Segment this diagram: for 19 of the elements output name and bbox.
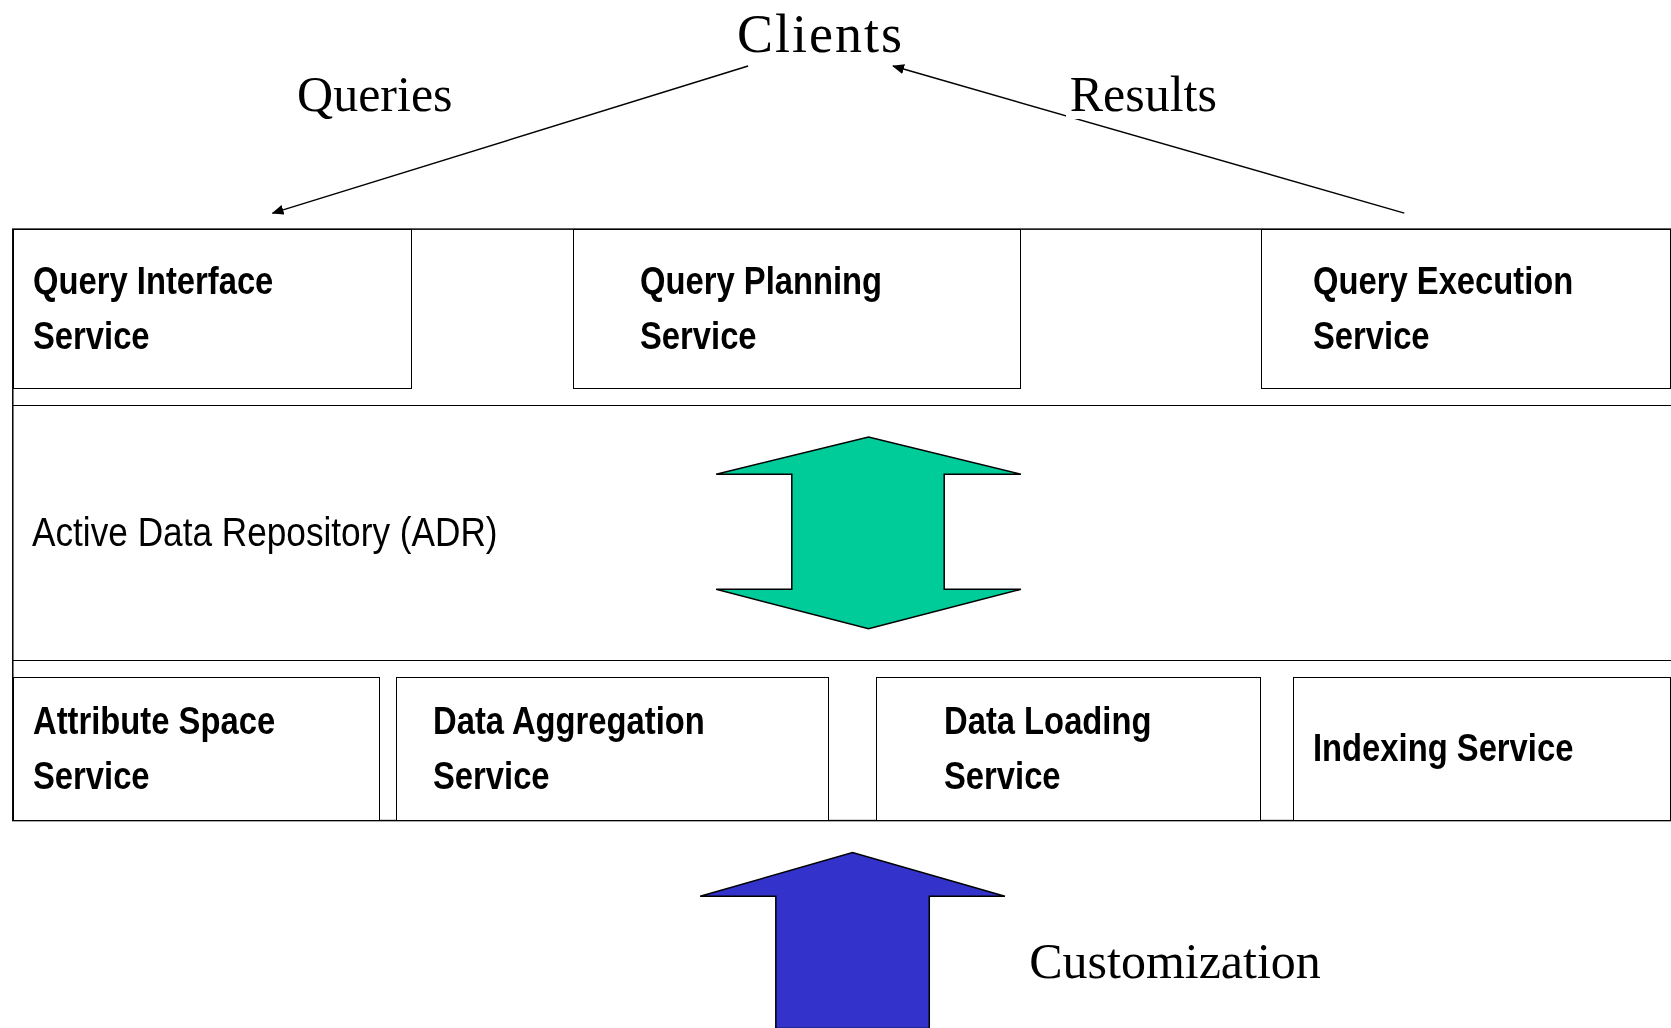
service-box	[876, 676, 1261, 821]
service-box	[12, 676, 381, 821]
arrow	[271, 65, 749, 215]
arrow	[892, 64, 1406, 214]
service-label: Data Loading Service	[944, 698, 1153, 799]
service-label: Attribute Space Service	[32, 698, 277, 799]
service-label: Query Execution Service	[1312, 258, 1575, 360]
service-label: Data Aggregation Service	[432, 698, 706, 799]
service-box	[12, 229, 413, 389]
service-box	[573, 229, 1021, 389]
service-box	[1292, 676, 1671, 821]
service-box	[396, 676, 830, 821]
layer-band	[12, 404, 1671, 661]
node-label: Clients	[737, 3, 905, 66]
service-label: Query Interface Service	[32, 258, 275, 360]
service-label: Query Planning Service	[640, 258, 884, 360]
service-label: Indexing Service	[1312, 725, 1575, 772]
layer-label: Active Data Repository (ADR)	[31, 510, 498, 556]
service-box	[1260, 229, 1671, 389]
